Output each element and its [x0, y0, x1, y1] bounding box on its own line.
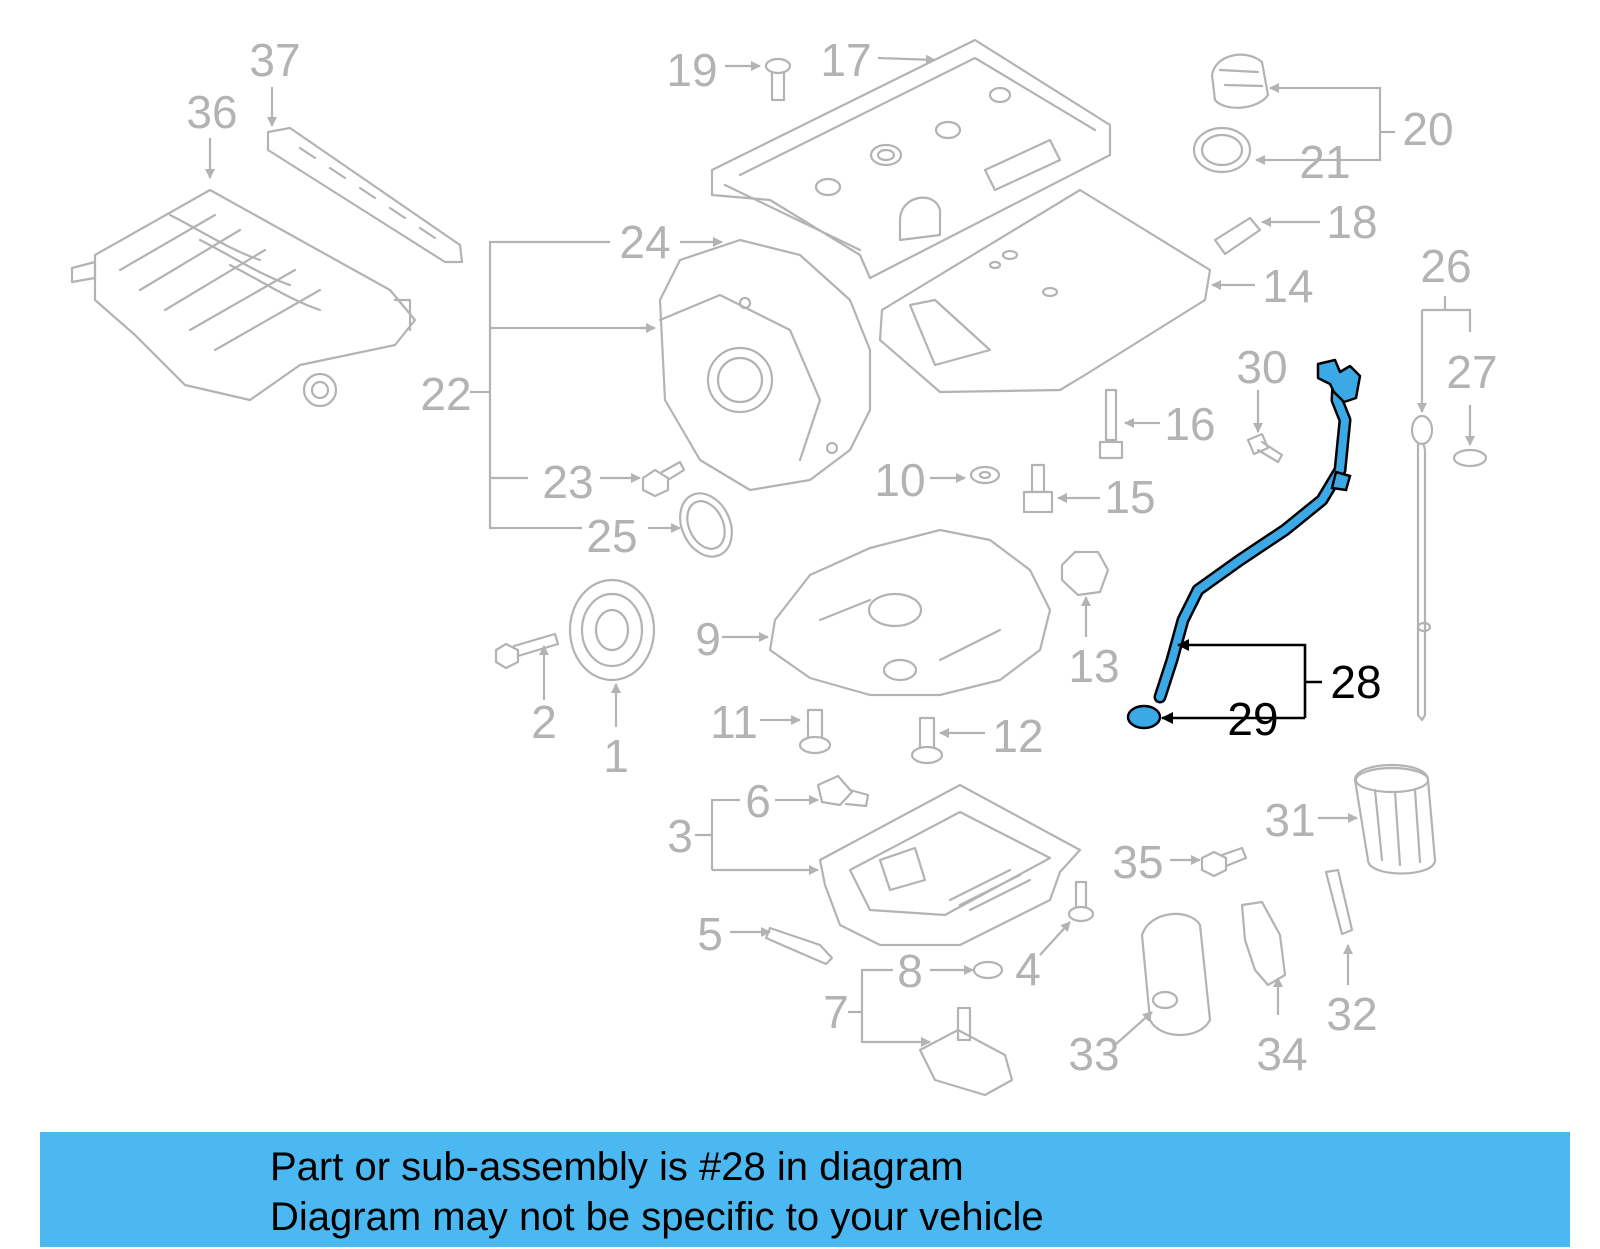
callout-34: 34 [1256, 1028, 1307, 1080]
oil-filter-part [1353, 764, 1437, 875]
cover-14-part [878, 188, 1212, 394]
callout-1: 1 [603, 730, 629, 782]
o-ring-27-part [1452, 448, 1488, 468]
callout-30: 30 [1236, 341, 1287, 393]
callout-20: 20 [1402, 103, 1453, 155]
washer-8-part [972, 960, 1004, 980]
callout-3: 3 [667, 810, 693, 862]
callout-12: 12 [992, 710, 1043, 762]
callout-25: 25 [586, 510, 637, 562]
oil-pan-part [818, 783, 1082, 947]
bolt-23-part [641, 460, 686, 498]
callout-9: 9 [695, 613, 721, 665]
callout-7: 7 [823, 986, 849, 1038]
callout-31: 31 [1264, 794, 1315, 846]
bolt-12-part [910, 716, 944, 765]
bolt-16-part [1098, 388, 1124, 460]
bracket-13-part [1060, 550, 1110, 597]
callout-16: 16 [1164, 398, 1215, 450]
washer-10-part [969, 465, 1001, 485]
oil-filler-cap-part [1210, 53, 1270, 109]
callout-22: 22 [420, 368, 471, 420]
intake-gasket-part [266, 126, 464, 264]
callout-4: 4 [1015, 943, 1041, 995]
intake-manifold-part [70, 188, 417, 408]
valve-cover-part [710, 38, 1112, 280]
callout-24: 24 [619, 216, 670, 268]
callout-labels: 1 2 3 4 5 6 7 8 9 10 11 12 13 14 15 16 1… [186, 34, 1497, 1080]
bolt-4-part [1067, 880, 1095, 923]
bolt-30-part [1246, 432, 1284, 464]
callout-33: 33 [1068, 1028, 1119, 1080]
bolt-2-part [494, 632, 560, 670]
cover-9-part [768, 528, 1052, 697]
callout-18: 18 [1326, 196, 1377, 248]
seal-29-part [1126, 704, 1162, 730]
callout-37: 37 [249, 34, 300, 86]
callout-11: 11 [710, 696, 758, 748]
callout-29: 29 [1227, 693, 1278, 745]
caption-line-2: Diagram may not be specific to your vehi… [270, 1195, 1044, 1239]
caption-line-1: Part or sub-assembly is #28 in diagram [270, 1145, 964, 1189]
callout-21: 21 [1299, 136, 1350, 188]
dipstick-tube-28-part [1153, 358, 1362, 704]
parts-diagram: 1 2 3 4 5 6 7 8 9 10 11 12 13 14 15 16 1… [70, 34, 1498, 1097]
dipstick-26-part [1410, 414, 1434, 722]
callout-8: 8 [897, 945, 923, 997]
callout-26: 26 [1420, 240, 1471, 292]
caption-banner: Part or sub-assembly is #28 in diagram D… [40, 1132, 1570, 1247]
callout-10: 10 [874, 454, 925, 506]
bracket-34-part [1240, 900, 1287, 987]
plug-5-part [764, 926, 834, 966]
crank-pulley-part [568, 578, 656, 682]
callout-15: 15 [1104, 471, 1155, 523]
callout-5: 5 [697, 908, 723, 960]
bolt-35-part [1200, 846, 1248, 878]
bolt-19-part [764, 57, 792, 102]
sensor-6-part [816, 774, 870, 808]
callout-6: 6 [745, 775, 771, 827]
callout-23: 23 [542, 456, 593, 508]
callout-32: 32 [1326, 988, 1377, 1040]
callout-19: 19 [666, 44, 717, 96]
callout-36: 36 [186, 86, 237, 138]
callout-13: 13 [1068, 640, 1119, 692]
sensor-18-part [1213, 216, 1262, 256]
bolt-15-part [1022, 463, 1054, 514]
callout-28: 28 [1330, 656, 1381, 708]
callout-14: 14 [1262, 260, 1313, 312]
oil-cooler-part [1140, 912, 1212, 1037]
bolt-11-part [798, 708, 832, 755]
timing-cover-part [658, 238, 872, 492]
oil-filler-seal-part [1192, 126, 1252, 174]
callout-27: 27 [1446, 346, 1497, 398]
seal-25-part [679, 492, 733, 558]
callout-17: 17 [820, 34, 871, 86]
sensor-7-part [918, 1006, 1014, 1097]
sensor-32-part [1324, 868, 1354, 936]
callout-2: 2 [531, 696, 557, 748]
leader-lines [205, 54, 1475, 1047]
callout-35: 35 [1112, 836, 1163, 888]
